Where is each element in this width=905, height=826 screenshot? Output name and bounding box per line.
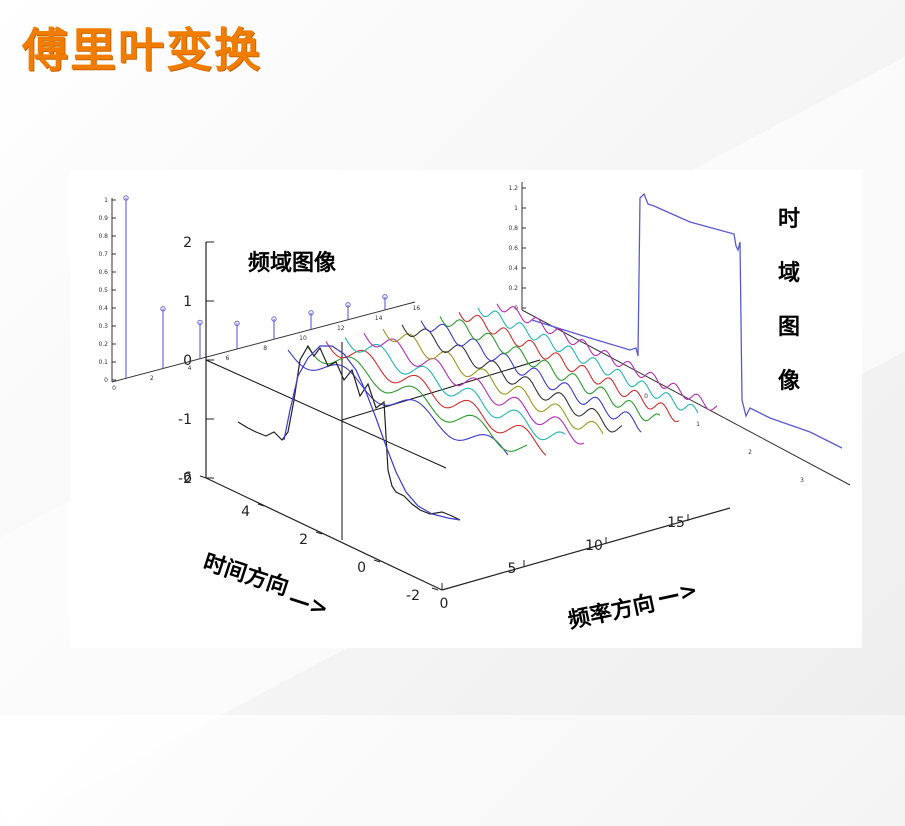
harmonic-wave: [477, 307, 699, 414]
square-wave-y-tick-label: 1: [514, 205, 518, 212]
svg-text:—>: —>: [285, 586, 331, 622]
z-tick-label: -1: [178, 412, 192, 428]
harmonic-wave: [401, 324, 623, 433]
time-tick-label: -2: [406, 588, 420, 604]
svg-text:图: 图: [778, 315, 800, 340]
harmonic-wave: [363, 332, 585, 445]
time-tick-mark: [373, 559, 381, 563]
time-tick-label: 4: [241, 504, 250, 520]
spectrum-stem-head: [382, 294, 388, 300]
svg-text:像: 像: [778, 368, 801, 394]
time-tick-mark: [199, 475, 207, 479]
time-domain-label: 时 域 图 像: [778, 207, 801, 394]
spectrum-x-tick-label: 12: [337, 325, 345, 332]
spectrum-stem-head: [160, 306, 166, 312]
z-tick-label: -2: [178, 471, 192, 487]
frequency-axis-label: 频率方向 —>: [566, 578, 700, 634]
time-axis-line: [205, 477, 443, 591]
harmonic-wave: [325, 341, 547, 456]
square-wave-y-tick-label: 0.6: [508, 245, 518, 252]
harmonic-wave: [344, 337, 566, 441]
spectrum-y-tick-label: 0.7: [98, 251, 108, 258]
spectrum-stem-head: [234, 320, 240, 327]
harmonic-wave: [382, 328, 604, 435]
spectrum-x-tick-label: 10: [299, 335, 307, 342]
spectrum-x-tick-label: 4: [188, 365, 192, 372]
frequency-tick-label: 15: [667, 515, 685, 531]
spectrum-y-tick-label: 0.9: [98, 215, 108, 222]
spectrum-x-tick-label: 8: [263, 345, 267, 352]
square-wave-curve: [531, 192, 843, 449]
spectrum-y-tick-label: 0: [104, 377, 108, 384]
svg-text:—>: —>: [655, 578, 700, 611]
square-wave-x-tick-label: 2: [748, 449, 752, 456]
spectrum-y-tick-label: 0.4: [98, 305, 108, 312]
spectrum-y-tick-label: 0.2: [98, 341, 108, 348]
spectrum-y-tick-label: 0.5: [98, 287, 108, 294]
spectrum-y-tick-label: 0.3: [98, 323, 108, 330]
harmonic-wave: [420, 320, 642, 433]
square-wave-y-tick-label: 1.2: [508, 185, 518, 192]
slide-title: 傅里叶变换: [22, 23, 262, 77]
time-tick-mark: [431, 587, 439, 591]
frequency-tick-label: 0: [440, 596, 449, 612]
plane-diagonal: [341, 359, 541, 421]
spectrum-x-tick-label: 6: [225, 355, 229, 362]
harmonic-wave: [439, 316, 661, 422]
svg-text:时: 时: [778, 207, 800, 232]
svg-text:域: 域: [778, 260, 800, 286]
svg-text:频率方向: 频率方向: [566, 590, 657, 634]
time-tick-label: 2: [299, 532, 308, 548]
square-wave-y-tick-label: 0.8: [508, 225, 518, 232]
time-tick-mark: [315, 531, 323, 535]
square-wave-y-tick-label: 0.4: [508, 265, 518, 272]
spectrum-panel: 10.90.80.70.60.50.40.30.20.10 0246810121…: [98, 195, 421, 392]
square-wave-x-axis: [521, 309, 851, 486]
time-tick-label: 0: [357, 560, 366, 576]
sum-signal-curve: [237, 344, 461, 521]
spectrum-x-tick-label: 14: [375, 315, 383, 322]
zero-plane-edge: [205, 359, 447, 469]
harmonic-waves: [287, 303, 718, 456]
harmonic-wave: [287, 349, 509, 456]
spectrum-stem-head: [271, 316, 277, 322]
spectrum-stem-head: [345, 302, 351, 308]
spectrum-y-tick-label: 1: [104, 197, 108, 204]
frequency-tick-label: 5: [508, 561, 517, 577]
svg-text:时间方向: 时间方向: [200, 549, 292, 601]
z-tick-label: 1: [183, 294, 192, 310]
time-tick-label: 6: [183, 470, 192, 486]
spectrum-x-tick-label: 0: [112, 385, 116, 392]
time-axis-label: 时间方向 —>: [200, 549, 331, 622]
spectrum-stem-head: [308, 310, 314, 316]
spectrum-stem-head: [123, 195, 129, 201]
frequency-axis-line: [441, 507, 731, 591]
square-wave-y-tick-label: 0.2: [508, 285, 518, 292]
spectrum-y-tick-label: 0.6: [98, 269, 108, 276]
spectrum-stem-head: [197, 319, 203, 326]
frequency-tick-label: 10: [585, 538, 603, 554]
square-wave-x-tick-label: 3: [800, 477, 804, 484]
time-tick-mark: [257, 503, 265, 507]
frequency-domain-label: 频域图像: [248, 250, 337, 276]
first-harmonic-curve: [283, 345, 461, 521]
square-wave-x-tick-label: 0: [644, 393, 648, 400]
spectrum-x-tick-label: 2: [150, 375, 154, 382]
spectrum-x-axis: [111, 301, 416, 383]
spectrum-x-tick-label: 16: [413, 305, 421, 312]
harmonic-wave: [458, 311, 680, 423]
z-tick-label: 0: [183, 353, 192, 369]
spectrum-y-tick-label: 0.1: [98, 359, 108, 366]
spectrum-y-tick-label: 0.8: [98, 233, 108, 240]
z-tick-label: 2: [183, 235, 192, 251]
harmonic-wave: [496, 303, 718, 411]
square-wave-x-tick-label: 1: [696, 421, 700, 428]
